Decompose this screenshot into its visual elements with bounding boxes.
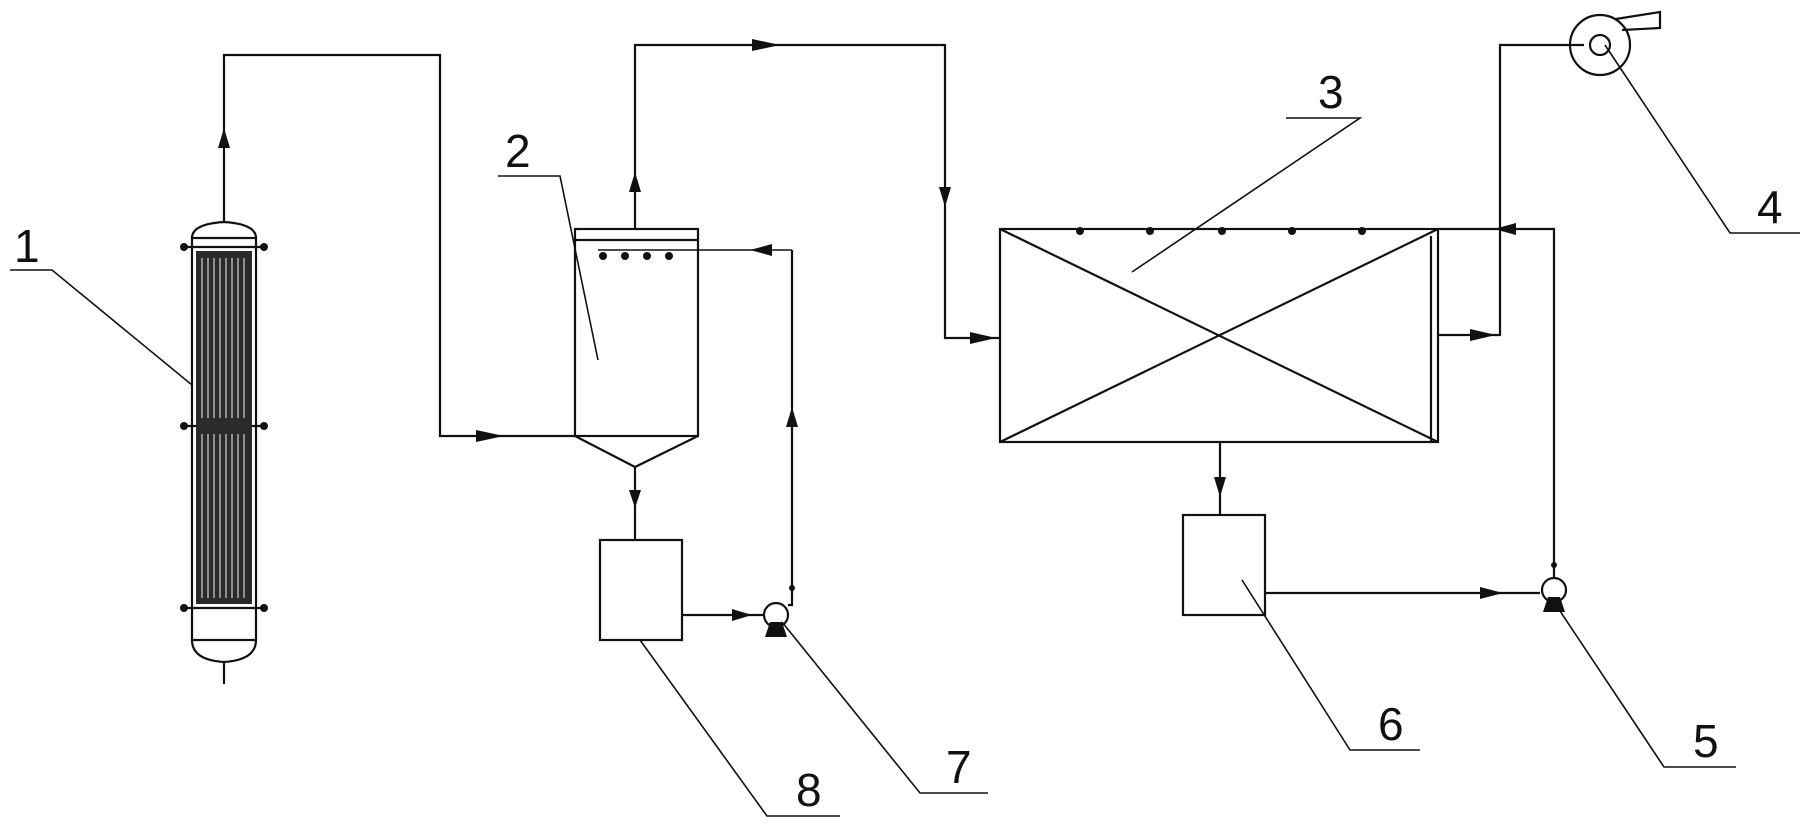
pipe-pump-right-recirculation <box>1438 223 1557 578</box>
label-scrubber: 3 <box>1318 66 1344 118</box>
tank-right <box>1181 513 1267 617</box>
pump-left <box>762 601 790 637</box>
label-tank-right: 6 <box>1378 698 1404 750</box>
pipe-pump-left-recirculation <box>750 244 798 607</box>
pump-right <box>1540 576 1568 612</box>
pipe-tank-right-to-pump-right <box>1265 587 1540 599</box>
leader-lines <box>10 44 1800 817</box>
tank-left <box>598 538 684 642</box>
label-separator: 2 <box>505 125 531 177</box>
pipe-exchanger-to-separator <box>218 53 575 442</box>
separator-vessel <box>573 227 792 469</box>
pipe-scrubber-to-tank-right <box>1214 442 1226 515</box>
pipe-separator-to-tank-left <box>629 467 641 540</box>
label-shell-tube-exchanger: 1 <box>14 220 40 272</box>
pipe-separator-to-scrubber <box>629 39 1000 344</box>
pipe-scrubber-to-fan <box>1438 43 1584 341</box>
label-tank-left: 8 <box>796 764 822 816</box>
pipe-tank-left-to-pump-left <box>682 609 764 621</box>
label-pump-left: 7 <box>946 741 972 793</box>
label-pump-right: 5 <box>1693 715 1719 767</box>
label-fan: 4 <box>1757 181 1783 233</box>
scrubber-box <box>998 227 1440 444</box>
shell-tube-exchanger <box>180 220 268 684</box>
fan <box>1568 10 1662 77</box>
